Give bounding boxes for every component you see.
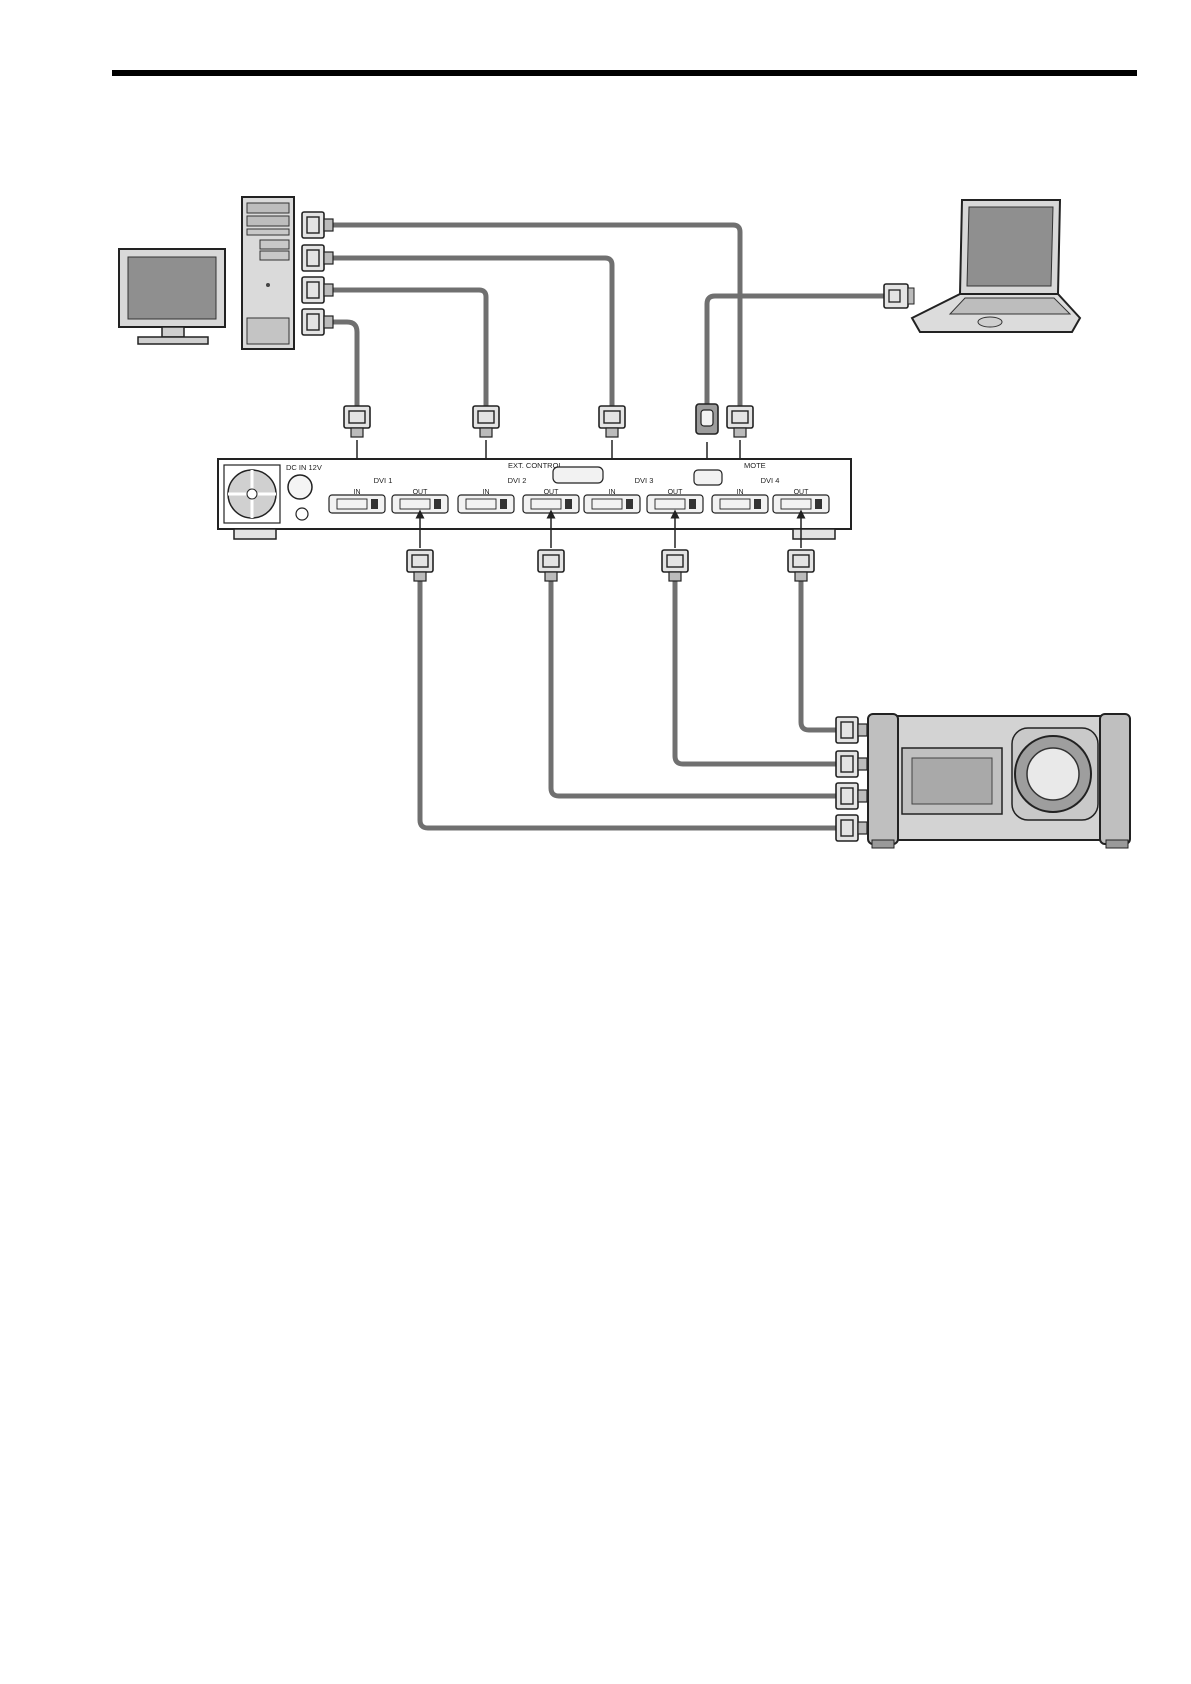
- power-connector-icon: [288, 475, 312, 499]
- power-label: DC IN 12V: [286, 463, 322, 472]
- group-label: DVI 4: [761, 476, 780, 485]
- header-rule: [112, 70, 1137, 76]
- group-label: DVI 1: [374, 476, 393, 485]
- monitor-icon: [119, 249, 225, 344]
- pc-tower-icon: [242, 197, 294, 349]
- group-label: DVI 2: [508, 476, 527, 485]
- group-label: DVI 3: [635, 476, 654, 485]
- cables-pc-to-unit: [330, 225, 740, 406]
- pc-dvi-plugs: [302, 212, 333, 335]
- ground-screw-icon: [296, 508, 308, 520]
- cable-laptop-to-remote: [707, 296, 884, 406]
- cables-unit-to-projector: [420, 578, 836, 828]
- control-unit: DC IN 12V EXT. CONTROL MOTE DVI 1 IN OUT…: [218, 459, 851, 539]
- remote-port: [694, 470, 722, 485]
- laptop-icon: [912, 200, 1080, 332]
- unit-in-dvi-plugs: [344, 406, 753, 437]
- fan-icon: [224, 465, 280, 523]
- laptop-rs232-plug: [884, 284, 914, 308]
- projector-icon: [868, 714, 1130, 848]
- remote-label: MOTE: [744, 461, 766, 470]
- rs232-connector-icon: [696, 404, 718, 434]
- unit-out-dvi-plugs: [407, 550, 814, 581]
- ext-control-port: [553, 467, 603, 483]
- projector-dvi-plugs: [836, 717, 867, 841]
